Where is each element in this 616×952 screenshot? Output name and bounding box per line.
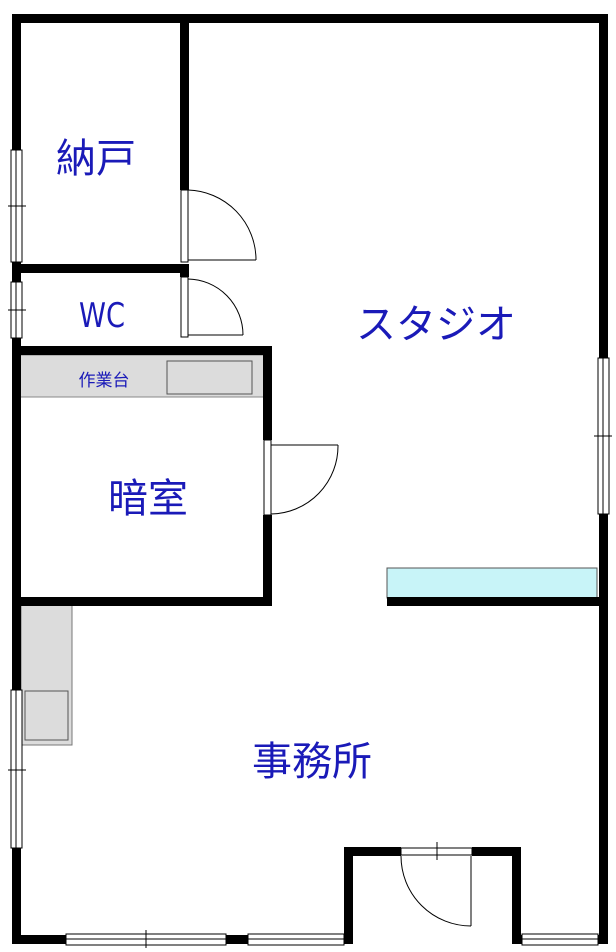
studio-glass-counter [386, 567, 598, 599]
entrance-wall-right [512, 847, 521, 944]
room-label-workbench: 作業台 [79, 371, 130, 391]
entrance-wall-top-left [344, 847, 401, 856]
workbench-sink [166, 360, 253, 395]
door-entrance [400, 842, 473, 927]
darkroom-wall-bottom [12, 597, 272, 606]
door-wc [180, 276, 244, 338]
window-storage [8, 149, 26, 263]
wc-wall-bottom [12, 346, 272, 355]
entrance-wall-left [344, 847, 353, 944]
room-label-office: 事務所 [252, 739, 372, 785]
window-studio [594, 357, 612, 515]
room-label-storage: 納戸 [56, 136, 136, 182]
storage-wall-bottom [12, 264, 189, 273]
door-darkroom [263, 439, 339, 516]
wc-wall-right [180, 264, 189, 277]
room-label-studio: スタジオ [356, 302, 516, 348]
outer-wall-top [12, 14, 608, 23]
office-sink [24, 690, 69, 741]
entrance-wall-top-right [472, 847, 521, 856]
window-bottom-left [65, 930, 227, 948]
outer-wall-left [12, 14, 21, 944]
storage-wall-right [180, 14, 189, 190]
window-bottom-right [521, 933, 599, 946]
room-label-wc: WC [79, 296, 125, 336]
darkroom-wall-right-top [263, 346, 272, 440]
studio-partition [387, 597, 608, 606]
window-office [8, 689, 26, 849]
room-label-darkroom: 暗室 [108, 476, 188, 522]
window-wc [8, 281, 26, 339]
window-bottom-middle [247, 933, 345, 946]
darkroom-wall-right-bottom [263, 515, 272, 606]
door-storage [180, 189, 257, 263]
